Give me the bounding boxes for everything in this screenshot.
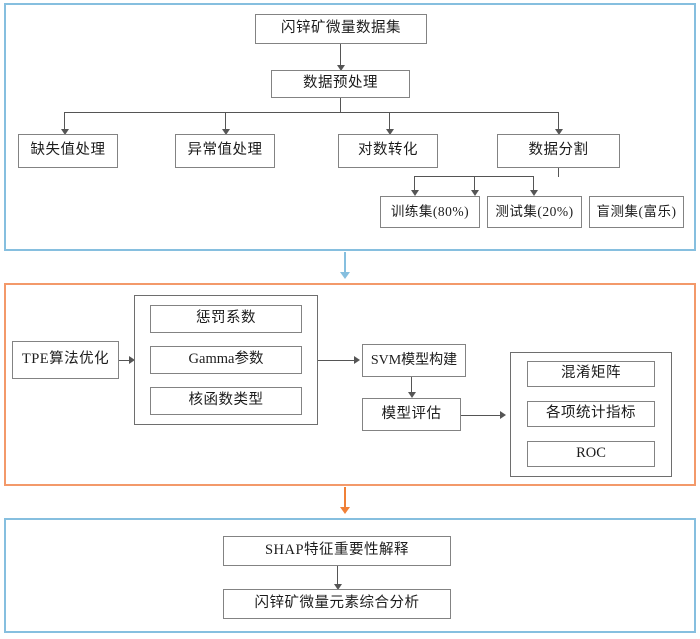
edge-drop-split [558, 112, 559, 131]
node-data-split[interactable]: 数据分割 [497, 134, 620, 168]
arrowhead-blind [530, 190, 538, 196]
edge-preprocess-to-bus [340, 98, 341, 112]
edge-eval-to-outputs [461, 415, 504, 416]
node-blind-set[interactable]: 盲测集(富乐) [589, 196, 684, 228]
arrowhead-outputs [500, 411, 506, 419]
arrowhead-missing [61, 129, 69, 135]
arrowhead-log [386, 129, 394, 135]
edge-shap-to-conclusion [337, 566, 338, 586]
edge-data-to-model [344, 252, 346, 276]
arrowhead-preprocess [337, 65, 345, 71]
edge-split-stub [558, 168, 559, 177]
node-missing-value-handling[interactable]: 缺失值处理 [18, 134, 118, 168]
arrowhead-model-to-interpret [340, 507, 350, 514]
edge-model-to-interpret [344, 487, 346, 511]
edge-svm-to-eval [411, 377, 412, 394]
node-test-set[interactable]: 测试集(20%) [487, 196, 582, 228]
node-kernel-type[interactable]: 核函数类型 [150, 387, 302, 415]
arrowhead-params [129, 356, 135, 364]
edge-bus-preprocess-steps [64, 112, 559, 113]
edge-drop-outlier [225, 112, 226, 131]
node-model-evaluation[interactable]: 模型评估 [362, 398, 461, 431]
edge-dataset-to-preprocess [340, 44, 341, 67]
node-train-set[interactable]: 训练集(80%) [380, 196, 480, 228]
node-shap-explanation[interactable]: SHAP特征重要性解释 [223, 536, 451, 566]
arrowhead-eval [408, 392, 416, 398]
arrowhead-svm [354, 356, 360, 364]
node-statistical-metrics[interactable]: 各项统计指标 [527, 401, 655, 427]
node-confusion-matrix[interactable]: 混淆矩阵 [527, 361, 655, 387]
edge-tpe-to-params [119, 360, 132, 361]
edge-drop-missing [64, 112, 65, 131]
node-tpe-optimizer[interactable]: TPE算法优化 [12, 341, 119, 379]
node-svm-model-build[interactable]: SVM模型构建 [362, 344, 466, 377]
arrowhead-conclusion [334, 584, 342, 590]
edge-drop-log [389, 112, 390, 131]
arrowhead-split [555, 129, 563, 135]
edge-drop-train [414, 176, 415, 192]
arrowhead-outlier [222, 129, 230, 135]
node-outlier-handling[interactable]: 异常值处理 [175, 134, 275, 168]
node-log-transform[interactable]: 对数转化 [338, 134, 438, 168]
arrowhead-train [411, 190, 419, 196]
edge-drop-test [474, 176, 475, 192]
node-gamma-parameter[interactable]: Gamma参数 [150, 346, 302, 374]
node-penalty-coefficient[interactable]: 惩罚系数 [150, 305, 302, 333]
node-roc[interactable]: ROC [527, 441, 655, 467]
arrowhead-data-to-model [340, 272, 350, 279]
node-preprocess[interactable]: 数据预处理 [271, 70, 410, 98]
edge-params-to-svm [318, 360, 358, 361]
arrowhead-test [471, 190, 479, 196]
node-dataset[interactable]: 闪锌矿微量数据集 [255, 14, 427, 44]
node-comprehensive-analysis[interactable]: 闪锌矿微量元素综合分析 [223, 589, 451, 619]
edge-drop-blind [533, 176, 534, 192]
